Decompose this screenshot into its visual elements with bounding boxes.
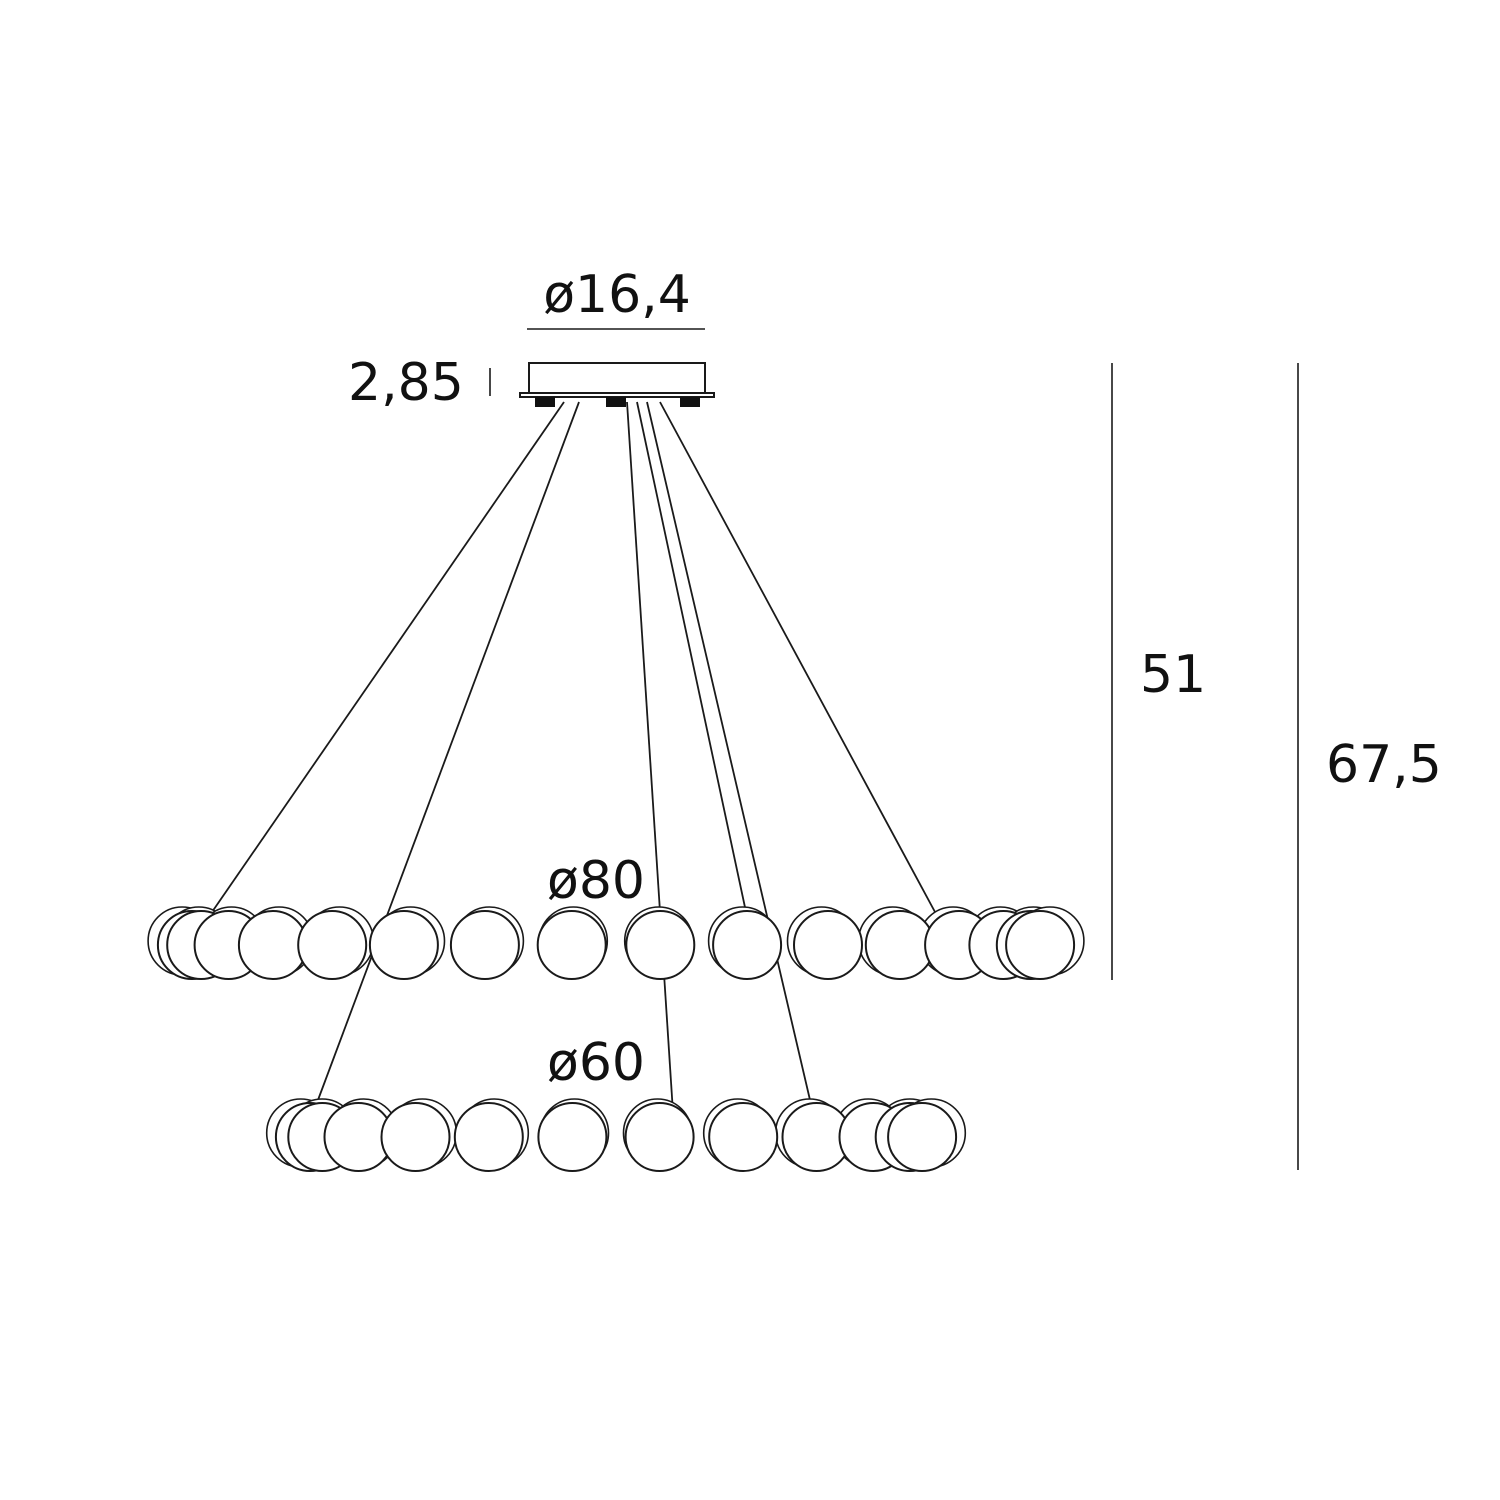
wire (626, 401, 675, 1129)
lower-ring-front-row (274, 1102, 958, 1172)
lower-ring-diameter-label: ø60 (547, 1033, 645, 1093)
canopy-socket-left (535, 397, 555, 407)
lower-ring-globes (265, 1098, 967, 1172)
upper-ring-diameter-label: ø80 (547, 851, 645, 911)
canopy-diameter-label: ø16,4 (543, 265, 691, 325)
wire (646, 401, 811, 1101)
suspension-wires (211, 401, 936, 1129)
wire (636, 401, 747, 913)
canopy-body (528, 362, 706, 394)
upper-ring-globes (147, 906, 1085, 980)
globe (1005, 910, 1076, 980)
globe (624, 1102, 695, 1172)
globe (708, 1102, 779, 1172)
drop-height-label: 51 (1140, 645, 1206, 705)
canopy-socket-middle (606, 397, 626, 407)
canopy-plate (519, 392, 715, 398)
globe (537, 1102, 608, 1172)
ceiling-canopy (519, 362, 715, 407)
wire (211, 401, 565, 913)
total-height-label: 67,5 (1326, 735, 1442, 795)
globe (453, 1102, 524, 1172)
upper-ring-front-row (156, 910, 1076, 980)
wire (317, 401, 580, 1101)
canopy-socket-right (680, 397, 700, 407)
globe (297, 910, 368, 980)
globe (864, 910, 935, 980)
globe (449, 910, 520, 980)
wire (659, 401, 936, 913)
globe (380, 1102, 451, 1172)
globe (712, 910, 783, 980)
globe (237, 910, 308, 980)
globe (793, 910, 863, 980)
globe (887, 1102, 958, 1172)
canopy-height-label: 2,85 (348, 353, 464, 413)
globe (536, 910, 607, 980)
globe (368, 910, 439, 980)
globe (625, 910, 696, 980)
